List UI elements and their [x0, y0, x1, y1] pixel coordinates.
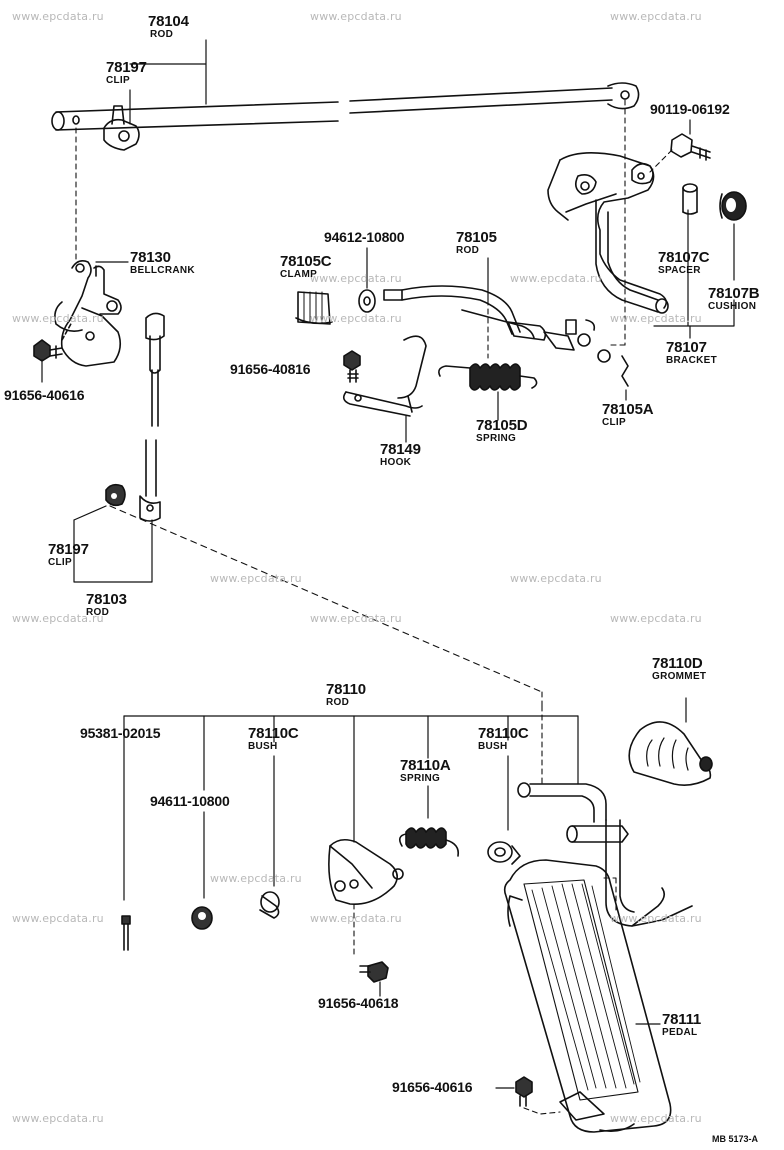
spring-78110a: [398, 827, 460, 857]
label-94612-10800: 94612-10800: [324, 229, 405, 245]
cushion-78107b: [719, 191, 747, 221]
label-78105: 78105 ROD: [456, 229, 497, 256]
label-78197-bottom: 78197 CLIP: [48, 541, 89, 568]
watermark: www.epcdata.ru: [310, 312, 402, 325]
watermark: www.epcdata.ru: [12, 612, 104, 625]
watermark: www.epcdata.ru: [610, 912, 702, 925]
label-78103: 78103 ROD: [86, 591, 127, 618]
clamp-78105c: [295, 291, 333, 325]
clip-78105a: [621, 355, 629, 387]
watermark: www.epcdata.ru: [12, 912, 104, 925]
label-91656-40616-bottom: 91656-40616: [392, 1079, 473, 1095]
watermark: www.epcdata.ru: [12, 10, 104, 23]
bush-78110c-right: [487, 841, 521, 865]
pedal-bracket: [328, 838, 404, 905]
label-78110: 78110 ROD: [326, 681, 366, 708]
label-91656-40618: 91656-40618: [318, 995, 399, 1011]
bolt-91656-40618: [359, 961, 389, 983]
washer-94612-10800: [358, 289, 376, 313]
watermark: www.epcdata.ru: [510, 572, 602, 585]
bracket-78107: [547, 152, 669, 314]
watermark: www.epcdata.ru: [12, 1112, 104, 1125]
rod-78103: [139, 312, 165, 522]
watermark: www.epcdata.ru: [610, 612, 702, 625]
label-78107b: 78107B CUSHION: [708, 285, 760, 312]
watermark: www.epcdata.ru: [510, 272, 602, 285]
bolt-91656-40616-bottom: [515, 1076, 533, 1107]
label-78107c: 78107C SPACER: [658, 249, 710, 276]
bolt-90119-06192: [670, 133, 711, 161]
pin-95381-02015: [121, 915, 131, 951]
watermark: www.epcdata.ru: [12, 312, 104, 325]
bellcrank-78130: [54, 260, 122, 367]
label-78110c-right: 78110C BUSH: [478, 725, 529, 752]
label-78105a: 78105A CLIP: [602, 401, 654, 428]
watermark: www.epcdata.ru: [210, 572, 302, 585]
clip-78197-bottom: [105, 483, 126, 507]
label-78149: 78149 HOOK: [380, 441, 421, 468]
watermark: www.epcdata.ru: [610, 10, 702, 23]
watermark: www.epcdata.ru: [610, 1112, 702, 1125]
drawing-code: MB 5173-A: [712, 1134, 759, 1144]
rod-78110: [517, 782, 693, 927]
label-78111: 78111 PEDAL: [662, 1011, 702, 1038]
bush-78110c-left: [259, 891, 280, 919]
spacer-78107c: [682, 183, 698, 215]
label-90119-06192: 90119-06192: [650, 101, 730, 117]
hook-78149: [342, 335, 427, 417]
pedal-78111: [503, 859, 672, 1133]
watermark: www.epcdata.ru: [310, 912, 402, 925]
label-78105d: 78105D SPRING: [476, 417, 528, 444]
rod-78105: [383, 285, 611, 363]
label-94611-10800: 94611-10800: [150, 793, 230, 809]
bolt-91656-40816: [343, 350, 361, 383]
watermark: www.epcdata.ru: [310, 272, 402, 285]
watermark: www.epcdata.ru: [210, 872, 302, 885]
label-78105c: 78105C CLAMP: [280, 253, 332, 280]
label-78110d: 78110D GROMMET: [652, 655, 707, 682]
label-95381-02015: 95381-02015: [80, 725, 161, 741]
watermark: www.epcdata.ru: [610, 312, 702, 325]
grommet-78110d: [628, 721, 713, 786]
bolt-91656-40616-top: [33, 321, 73, 362]
washer-94611-10800: [191, 906, 213, 930]
watermark: www.epcdata.ru: [310, 612, 402, 625]
label-78107: 78107 BRACKET: [666, 339, 717, 366]
label-78110c-left: 78110C BUSH: [248, 725, 299, 752]
label-78104: 78104 ROD: [148, 13, 189, 40]
rod-78104: [51, 82, 640, 131]
watermark: www.epcdata.ru: [310, 10, 402, 23]
label-91656-40816: 91656-40816: [230, 361, 311, 377]
label-78110a: 78110A SPRING: [400, 757, 451, 784]
spring-78105d: [438, 363, 538, 391]
label-78130: 78130 BELLCRANK: [130, 249, 195, 276]
clip-78197-top: [103, 105, 140, 151]
label-78197-top: 78197 CLIP: [106, 59, 147, 86]
label-91656-40616-top: 91656-40616: [4, 387, 85, 403]
